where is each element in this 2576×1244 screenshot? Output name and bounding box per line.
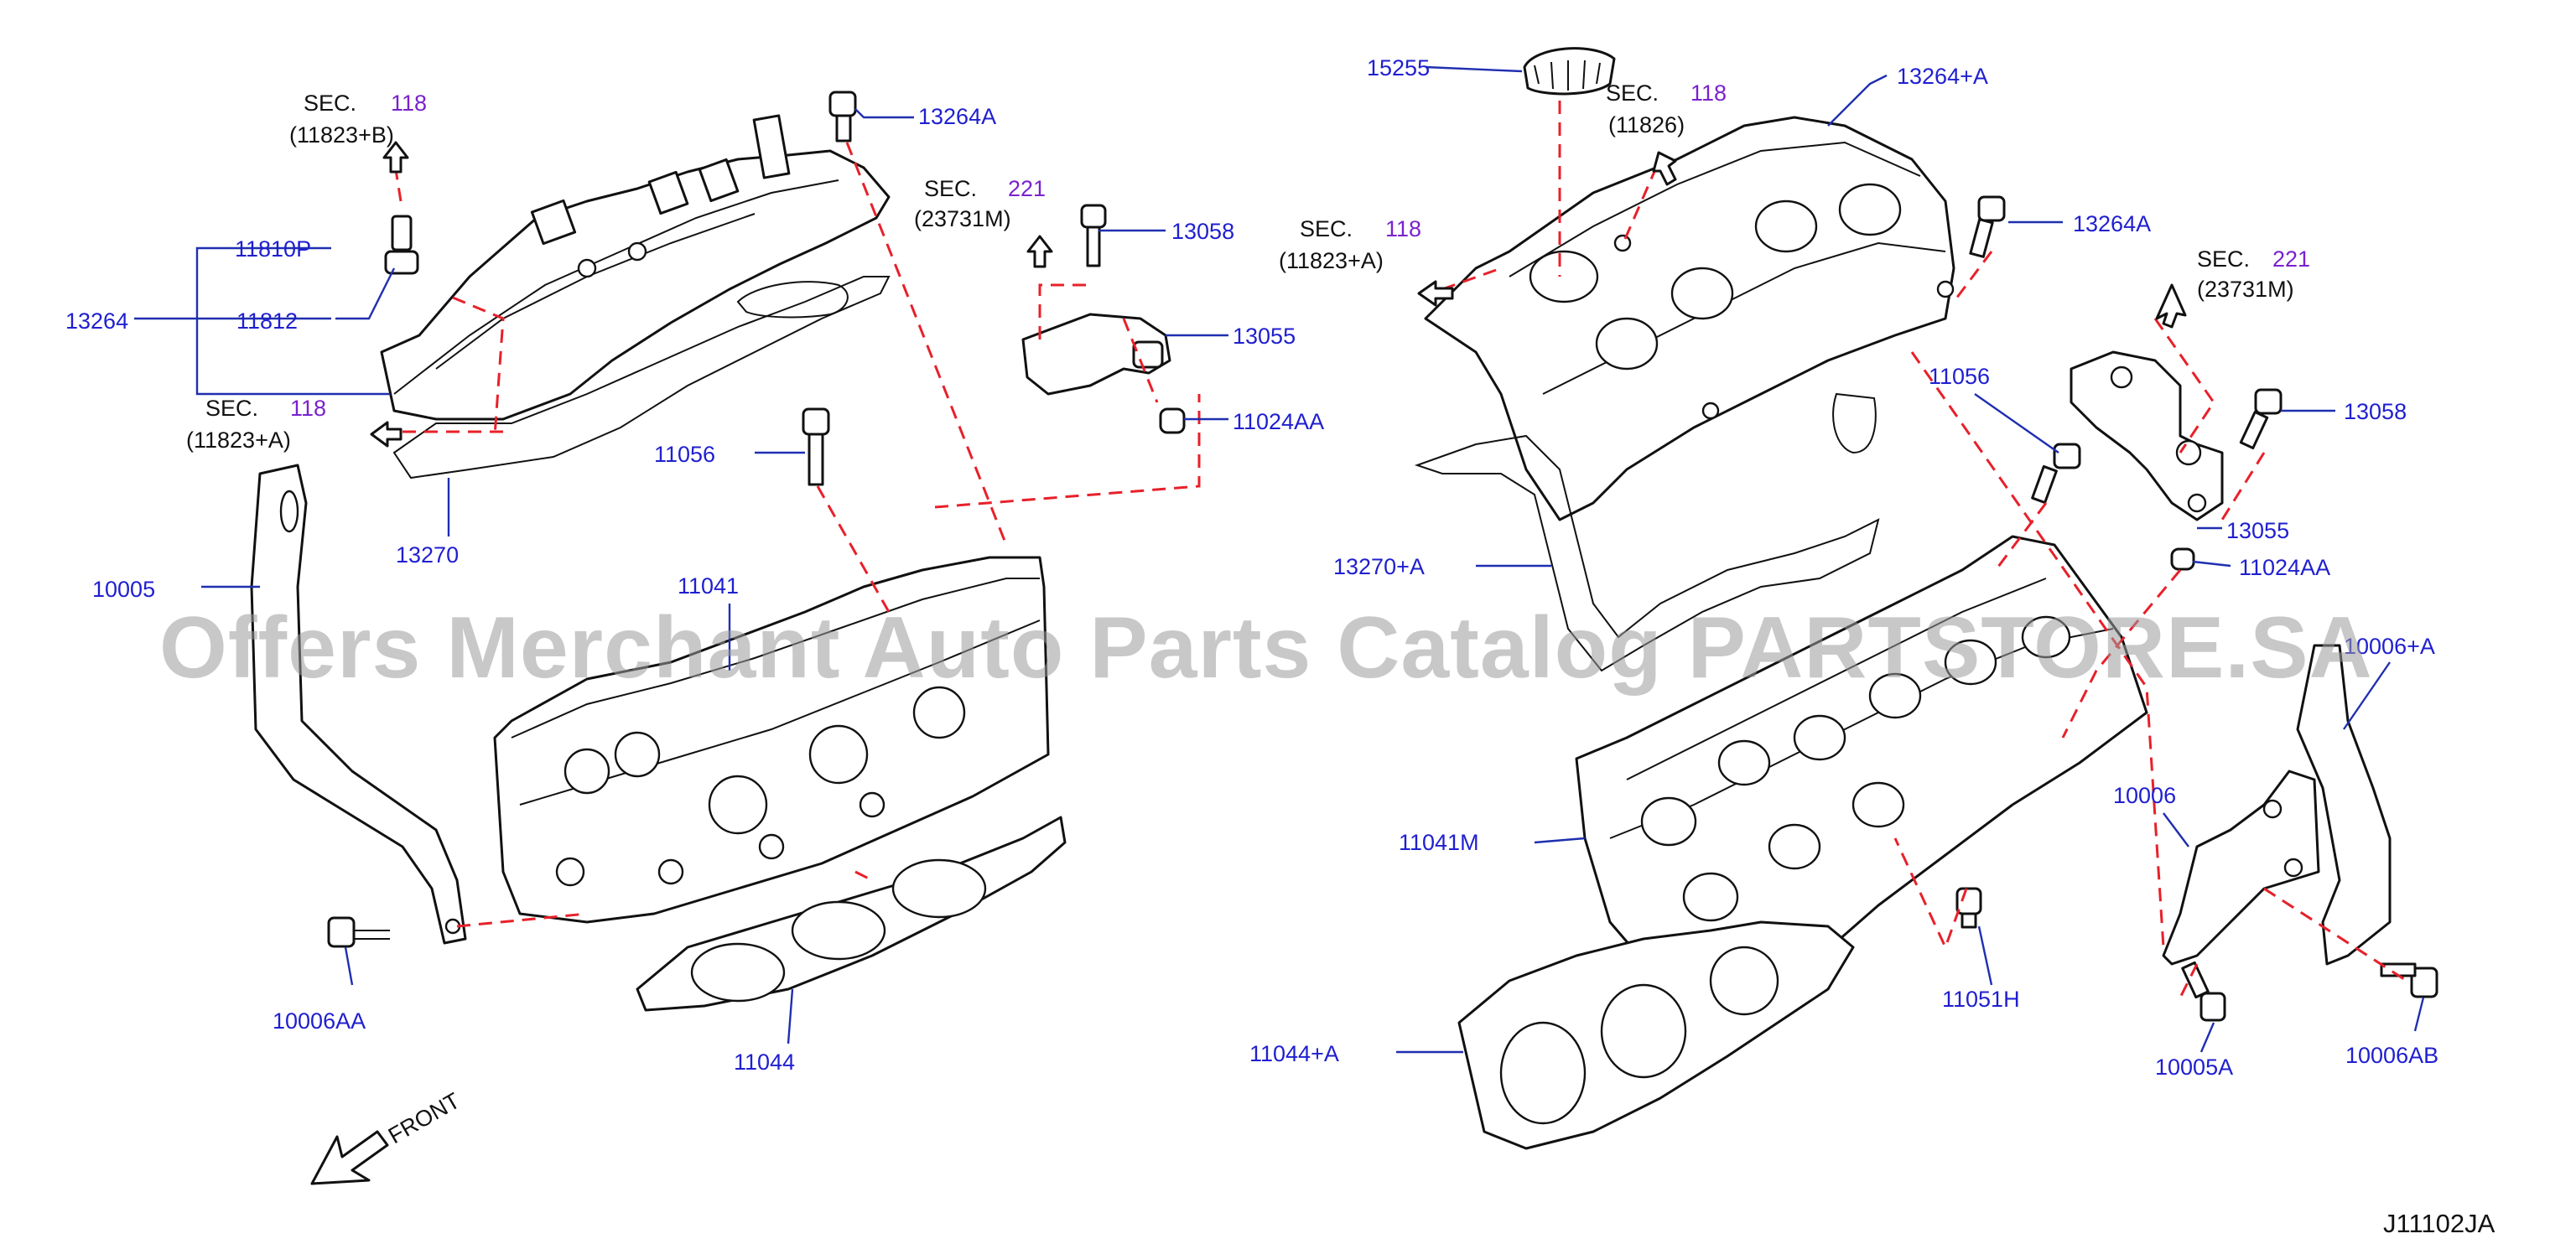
front-arrow-icon — [310, 1130, 389, 1185]
vtc-solenoid-left — [1021, 313, 1171, 396]
section-refs: SEC. 118 (11823+B) SEC. 118 (11823+A) SE… — [186, 80, 2310, 453]
section-ref-118-11826[interactable]: SEC. 118 (11826) — [1606, 80, 1727, 137]
bolt-11056-right — [2031, 443, 2081, 505]
svg-text:SEC.: SEC. — [205, 396, 258, 421]
label-11041m[interactable]: 11041M — [1399, 830, 1479, 855]
bolt-13058-right — [2239, 388, 2283, 450]
svg-text:118: 118 — [391, 91, 427, 116]
label-13055-right[interactable]: 13055 — [2226, 518, 2289, 543]
svg-text:(11823+A): (11823+A) — [1279, 248, 1384, 273]
label-11056-right[interactable]: 11056 — [1929, 364, 1990, 389]
label-11810p[interactable]: 11810P — [235, 236, 311, 262]
label-13264[interactable]: 13264 — [65, 308, 128, 334]
bolt-13058-left — [1080, 204, 1107, 267]
svg-text:221: 221 — [1008, 176, 1046, 201]
section-ref-118-11823a-right[interactable]: SEC. 118 (11823+A) — [1279, 216, 1421, 273]
svg-text:SEC.: SEC. — [2197, 246, 2250, 272]
bolt-10006aa — [327, 916, 390, 948]
section-ref-221-23731m-right[interactable]: SEC. 221 (23731M) — [2197, 246, 2310, 302]
cylinder-head-left — [493, 556, 1050, 924]
o-ring-11024aa-left — [1159, 407, 1186, 434]
pcv-valve — [391, 215, 413, 251]
part-labels: 13264A 11810P 13264 11812 13058 13055 11… — [65, 55, 2438, 1080]
label-11056-left[interactable]: 11056 — [654, 442, 715, 467]
arrow-sec118-a-right — [1417, 280, 1454, 307]
section-ref-221-23731m-left[interactable]: SEC. 221 (23731M) — [914, 176, 1046, 231]
front-indicator: FRONT — [310, 1088, 465, 1185]
label-leaders — [134, 65, 2425, 1054]
svg-text:(23731M): (23731M) — [2197, 277, 2294, 302]
rocker-cover-gasket-left — [392, 276, 891, 479]
svg-text:SEC.: SEC. — [1606, 80, 1659, 106]
label-10006-plus-a[interactable]: 10006+A — [2344, 634, 2435, 659]
label-13058-right[interactable]: 13058 — [2344, 399, 2407, 424]
svg-text:(11826): (11826) — [1608, 112, 1685, 137]
engine-bracket-left — [250, 464, 467, 945]
arrow-sec118-a-left — [370, 421, 402, 448]
bolt-13264a-right — [1969, 195, 2006, 258]
svg-text:118: 118 — [290, 396, 326, 421]
label-13058-left[interactable]: 13058 — [1171, 219, 1234, 244]
label-10006ab[interactable]: 10006AB — [2345, 1043, 2438, 1068]
svg-text:118: 118 — [1385, 216, 1421, 241]
svg-text:118: 118 — [1690, 80, 1727, 106]
svg-text:SEC.: SEC. — [304, 91, 356, 116]
label-11044[interactable]: 11044 — [734, 1050, 795, 1075]
label-13264-plus-a[interactable]: 13264+A — [1897, 64, 1988, 89]
label-13270[interactable]: 13270 — [396, 542, 459, 568]
svg-text:(11823+A): (11823+A) — [186, 428, 291, 453]
diagram-code: J11102JA — [2383, 1209, 2496, 1238]
label-15255[interactable]: 15255 — [1367, 55, 1430, 80]
bolt-10006ab — [2380, 962, 2438, 998]
label-11051h[interactable]: 11051H — [1942, 987, 2020, 1012]
label-11812[interactable]: 11812 — [236, 308, 298, 334]
svg-text:221: 221 — [2272, 246, 2310, 272]
label-10005[interactable]: 10005 — [92, 577, 155, 602]
bracket-10006 — [2162, 770, 2320, 966]
oil-filler-cap — [1523, 47, 1616, 96]
bolt-11056-left — [802, 407, 830, 486]
pcv-grommet — [384, 250, 419, 275]
label-13264a-left[interactable]: 13264A — [918, 104, 996, 129]
arrow-sec221-left — [1026, 235, 1053, 268]
watermark: Offers Merchant Auto Parts Catalog PARTS… — [159, 599, 2373, 697]
label-13264a-right[interactable]: 13264A — [2073, 211, 2151, 236]
rocker-cover-right — [1424, 116, 1955, 521]
section-ref-118-11823b[interactable]: SEC. 118 (11823+B) — [289, 91, 427, 148]
engine-bracket-right — [2296, 644, 2392, 966]
left-bank-assembly — [250, 91, 1201, 1012]
svg-text:SEC.: SEC. — [924, 176, 977, 201]
label-11044-plus-a[interactable]: 11044+A — [1249, 1041, 1339, 1066]
arrow-sec221-right — [2155, 283, 2187, 329]
front-label: FRONT — [384, 1088, 465, 1148]
label-11024aa-left[interactable]: 11024AA — [1233, 409, 1324, 434]
rocker-cover-left — [380, 149, 891, 421]
arrow-sec118-11826 — [1652, 151, 1677, 186]
vtc-solenoid-right — [2070, 350, 2224, 521]
bolt-10005a — [2181, 961, 2226, 1022]
label-10006[interactable]: 10006 — [2113, 783, 2176, 808]
rocker-cover-gasket-right — [1414, 434, 1880, 672]
o-ring-11024aa-right — [2170, 547, 2195, 571]
label-13055-left[interactable]: 13055 — [1233, 324, 1296, 349]
bolt-13264a-left — [828, 91, 857, 143]
bolt-11051h — [1955, 887, 1982, 929]
right-bank-assembly — [1414, 47, 2438, 1150]
label-10005a[interactable]: 10005A — [2155, 1055, 2233, 1080]
svg-text:SEC.: SEC. — [1300, 216, 1353, 241]
arrow-sec118-b — [382, 141, 409, 174]
section-ref-118-11823a-left[interactable]: SEC. 118 (11823+A) — [186, 396, 326, 453]
label-13270-plus-a[interactable]: 13270+A — [1333, 554, 1425, 579]
label-10006aa[interactable]: 10006AA — [273, 1008, 366, 1034]
label-11041[interactable]: 11041 — [678, 573, 739, 599]
svg-text:(23731M): (23731M) — [914, 206, 1011, 231]
svg-text:(11823+B): (11823+B) — [289, 122, 394, 148]
label-11024aa-right[interactable]: 11024AA — [2239, 555, 2330, 580]
